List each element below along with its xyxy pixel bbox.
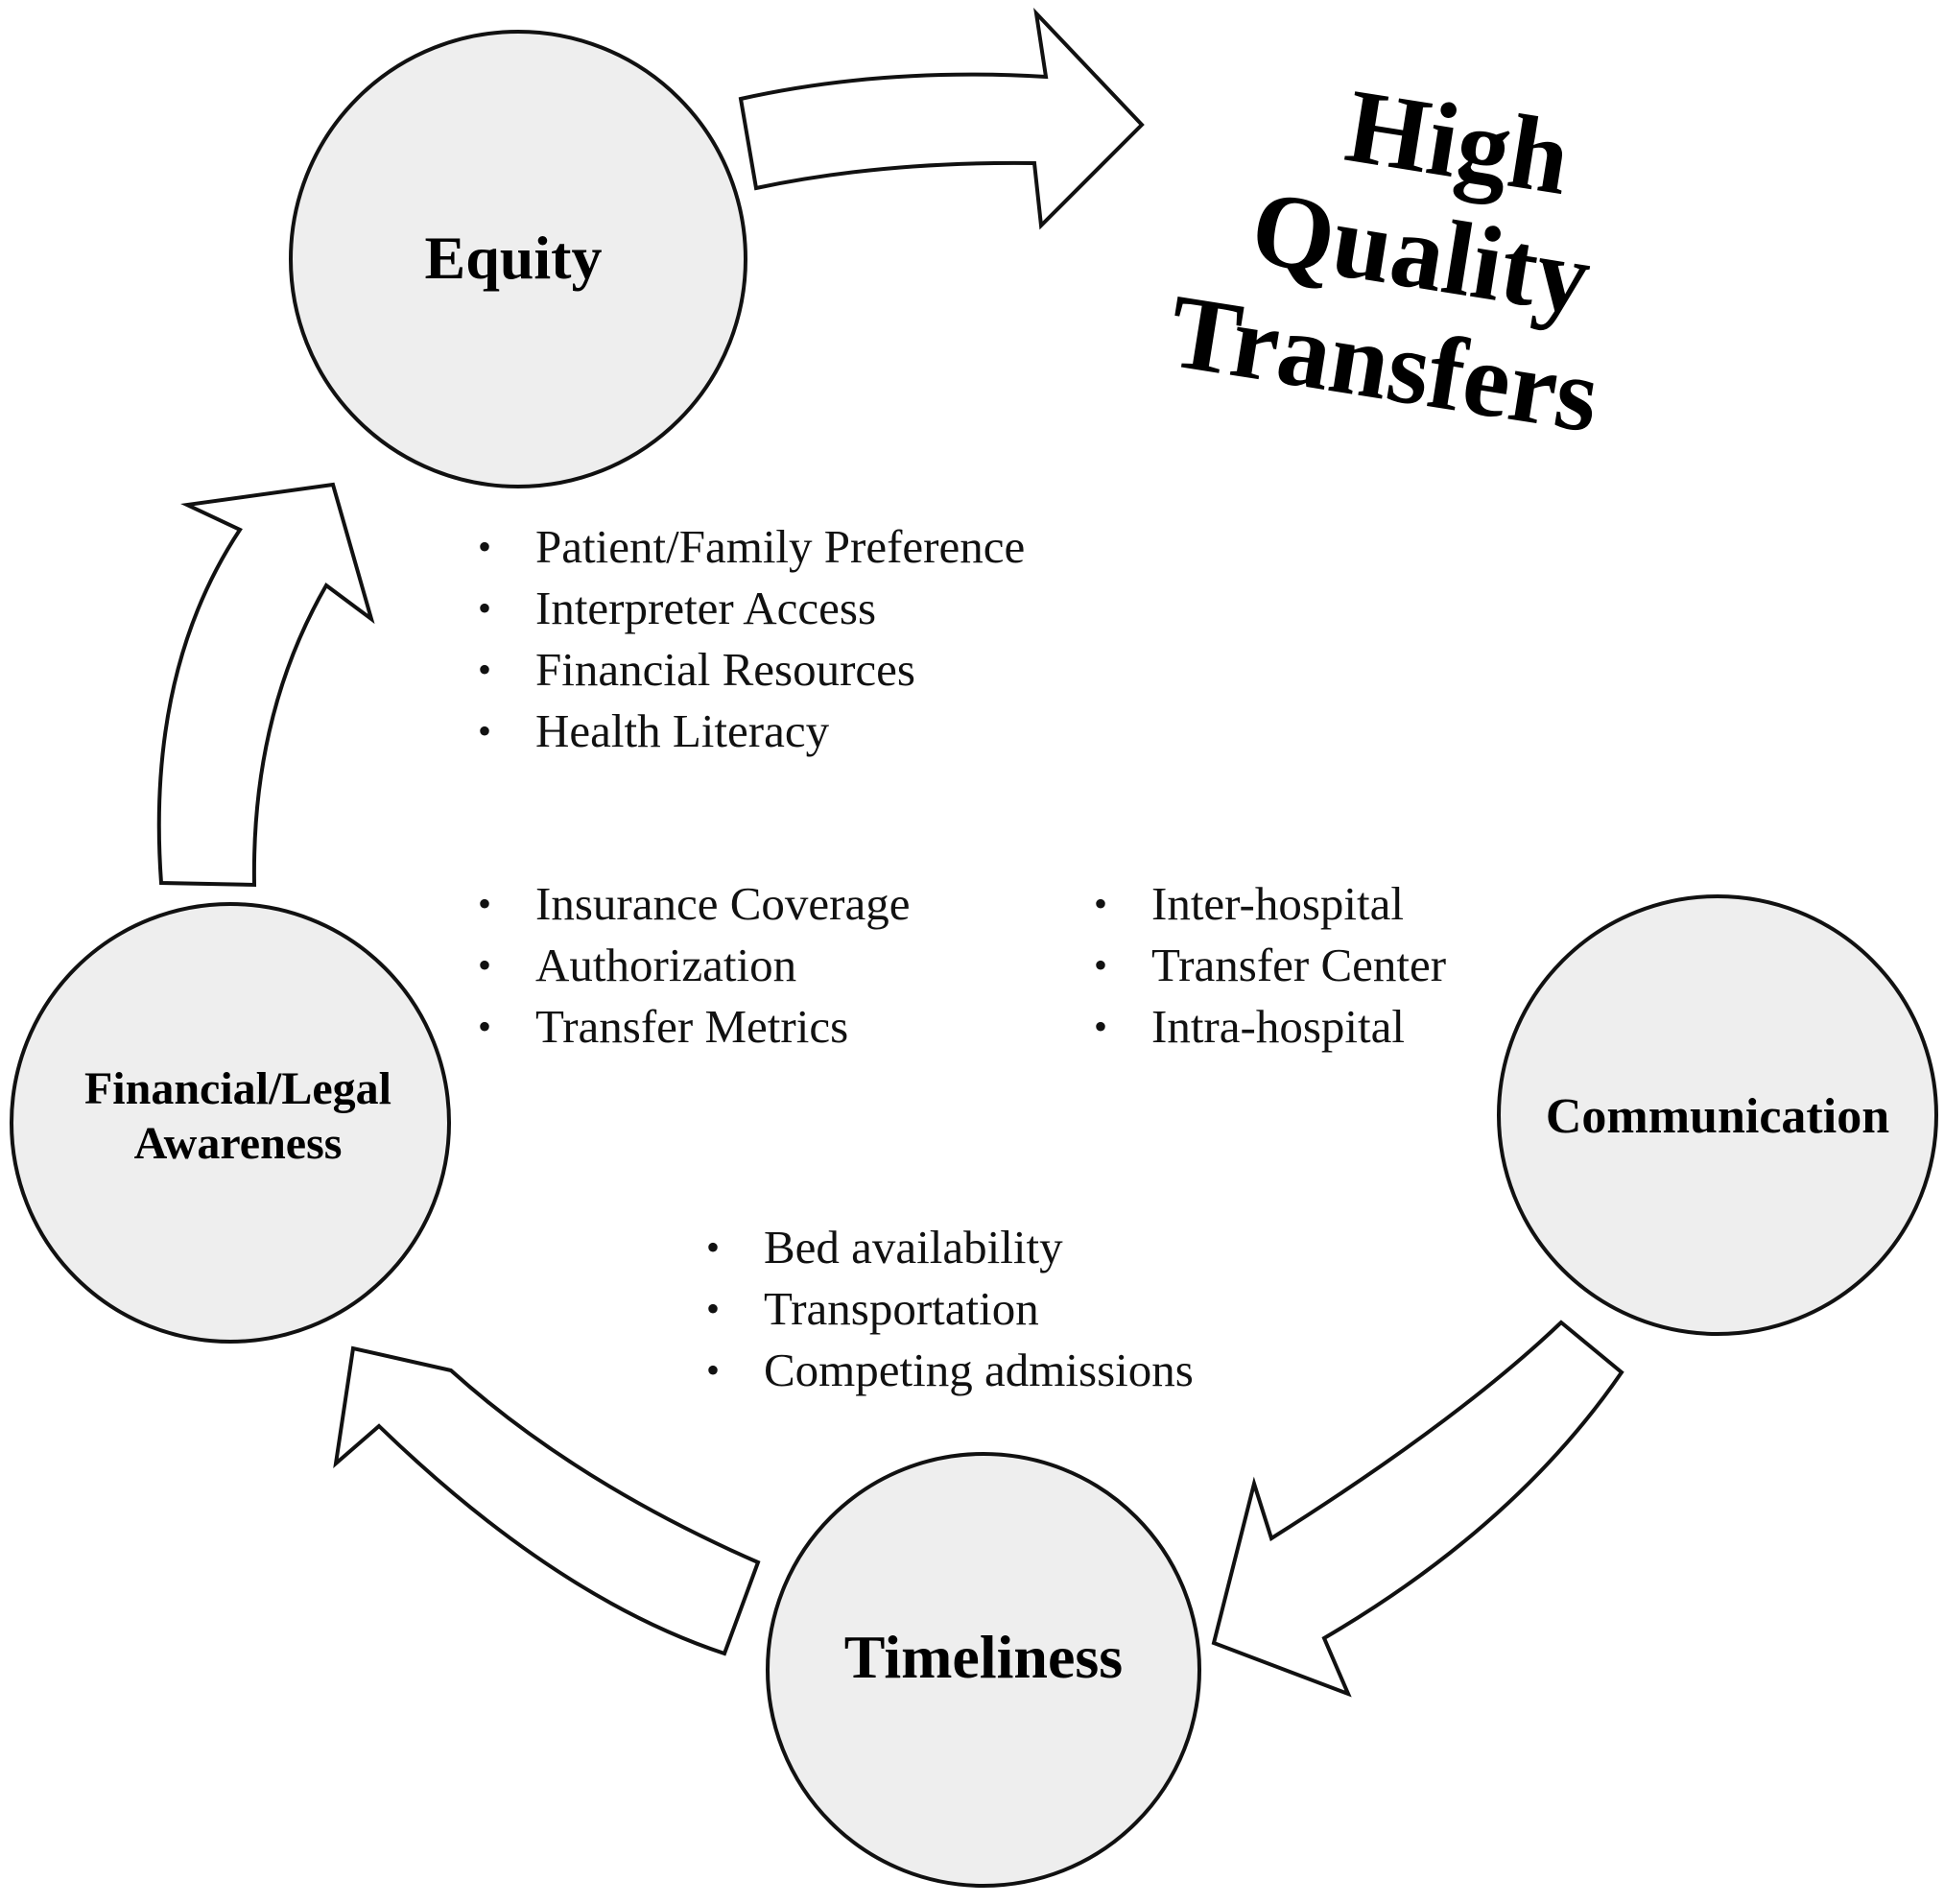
equity-node [289, 30, 747, 488]
arrow-equity-to-outcome [738, 8, 1145, 230]
list-item: Insurance Coverage [476, 873, 910, 935]
list-item: Transfer Center [1092, 935, 1446, 996]
list-item: Inter-hospital [1092, 873, 1446, 935]
timeliness-node [766, 1452, 1201, 1888]
financial-legal-factors-list: Insurance Coverage Authorization Transfe… [476, 873, 910, 1058]
financial-legal-label-line1: Financial/Legal [84, 1063, 391, 1114]
list-item: Intra-hospital [1092, 996, 1446, 1058]
arrow-communication-to-timeliness [1211, 1320, 1624, 1698]
list-item: Health Literacy [476, 701, 1025, 762]
arrow-timeliness-to-financial [333, 1345, 761, 1656]
list-item: Transportation [704, 1278, 1194, 1340]
communication-node [1497, 894, 1938, 1336]
communication-factors-list: Inter-hospital Transfer Center Intra-hos… [1092, 873, 1446, 1058]
equity-label: Equity [425, 224, 603, 292]
timeliness-factors-list: Bed availability Transportation Competin… [704, 1217, 1194, 1401]
list-item: Transfer Metrics [476, 996, 910, 1058]
list-item: Authorization [476, 935, 910, 996]
communication-label: Communication [1546, 1089, 1889, 1144]
list-item: Competing admissions [704, 1340, 1194, 1401]
list-item: Financial Resources [476, 639, 1025, 701]
list-item: Interpreter Access [476, 578, 1025, 639]
list-item: Bed availability [704, 1217, 1194, 1278]
arrow-financial-to-equity [156, 482, 375, 888]
financial-legal-label-line2: Awareness [134, 1118, 343, 1169]
equity-factors-list: Patient/Family Preference Interpreter Ac… [476, 516, 1025, 762]
financial-legal-node [10, 902, 451, 1344]
timeliness-label: Timeliness [844, 1623, 1123, 1691]
outcome-title: High Quality Transfers [1162, 66, 1607, 455]
list-item: Patient/Family Preference [476, 516, 1025, 578]
